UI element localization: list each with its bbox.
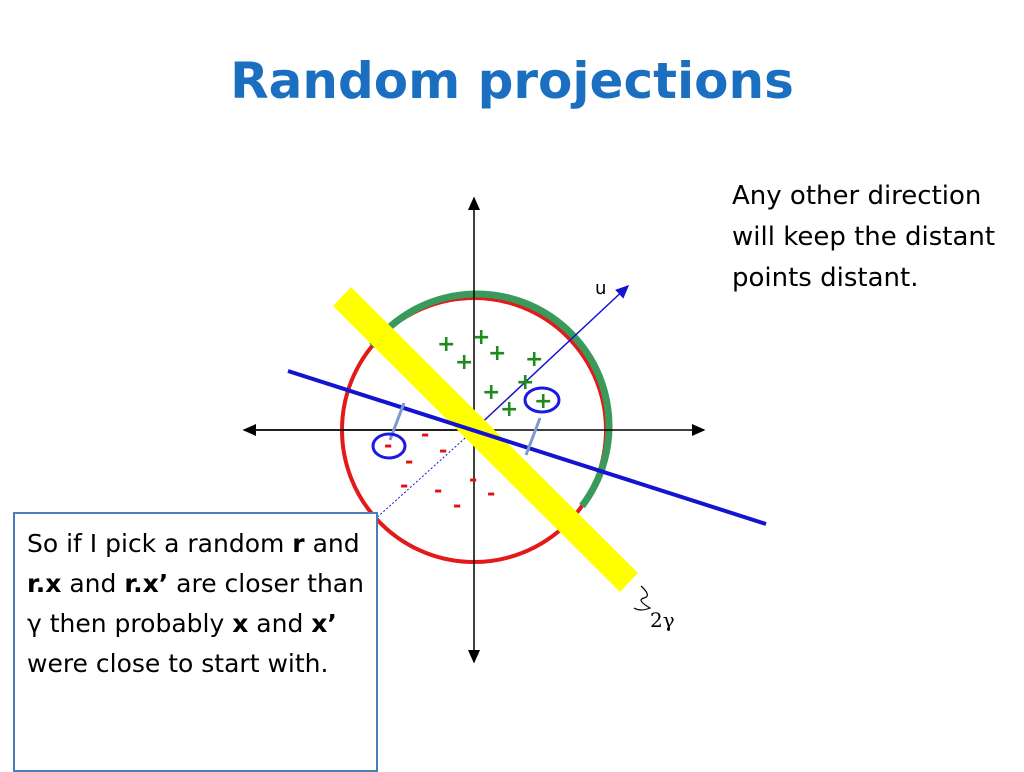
projection-tick-right bbox=[524, 417, 542, 456]
minus-point: - bbox=[487, 481, 495, 505]
note-text: were close to start with. bbox=[27, 649, 329, 678]
note-bold-rx: r.x bbox=[27, 569, 62, 598]
note-bold-r: r bbox=[292, 529, 305, 558]
plus-point: + bbox=[472, 325, 490, 350]
side-note: Any other direction will keep the distan… bbox=[732, 181, 996, 293]
plus-point: + bbox=[500, 397, 518, 422]
slide-title: Random projections bbox=[230, 52, 794, 110]
plus-point: + bbox=[482, 380, 500, 405]
highlight-point-x-prime bbox=[371, 432, 407, 460]
positive-points: + + + + + + + + + bbox=[437, 325, 552, 422]
projection-band bbox=[333, 287, 638, 592]
note-bold-x-prime: x’ bbox=[311, 609, 337, 638]
separator-line bbox=[287, 369, 767, 526]
note-text: and bbox=[248, 609, 312, 638]
highlight-point-x bbox=[523, 386, 561, 414]
note-text: and bbox=[61, 569, 125, 598]
plus-point: + bbox=[534, 389, 552, 414]
positive-region-arc bbox=[369, 290, 613, 509]
note-text: are closer than γ then probably bbox=[27, 569, 364, 638]
minus-point: - bbox=[439, 438, 447, 462]
minus-point: - bbox=[434, 478, 442, 502]
note-text: So if I pick a random bbox=[27, 529, 293, 558]
plus-point: + bbox=[437, 332, 455, 357]
minus-point: - bbox=[453, 493, 461, 517]
note-text: and bbox=[304, 529, 360, 558]
plus-point: + bbox=[488, 341, 506, 366]
negative-points: - - - - - - - - - bbox=[384, 422, 495, 517]
u-axis-label: u bbox=[595, 278, 606, 299]
explanation-box: So if I pick a random r and r.x and r.x’… bbox=[13, 512, 378, 772]
gamma-brace bbox=[633, 585, 652, 611]
gamma-label: 2γ bbox=[650, 608, 675, 632]
minus-point: - bbox=[405, 449, 413, 473]
minus-point: - bbox=[384, 433, 392, 457]
plus-point: + bbox=[525, 347, 543, 372]
plus-point: + bbox=[455, 350, 473, 375]
plus-point: + bbox=[516, 370, 534, 395]
minus-point: - bbox=[400, 473, 408, 497]
u-direction-extension bbox=[371, 429, 475, 523]
minus-point: - bbox=[421, 422, 429, 446]
minus-point: - bbox=[469, 467, 477, 491]
note-bold-x: x bbox=[232, 609, 249, 638]
note-bold-rx-prime: r.x’ bbox=[124, 569, 169, 598]
u-direction-arrow bbox=[473, 284, 630, 431]
